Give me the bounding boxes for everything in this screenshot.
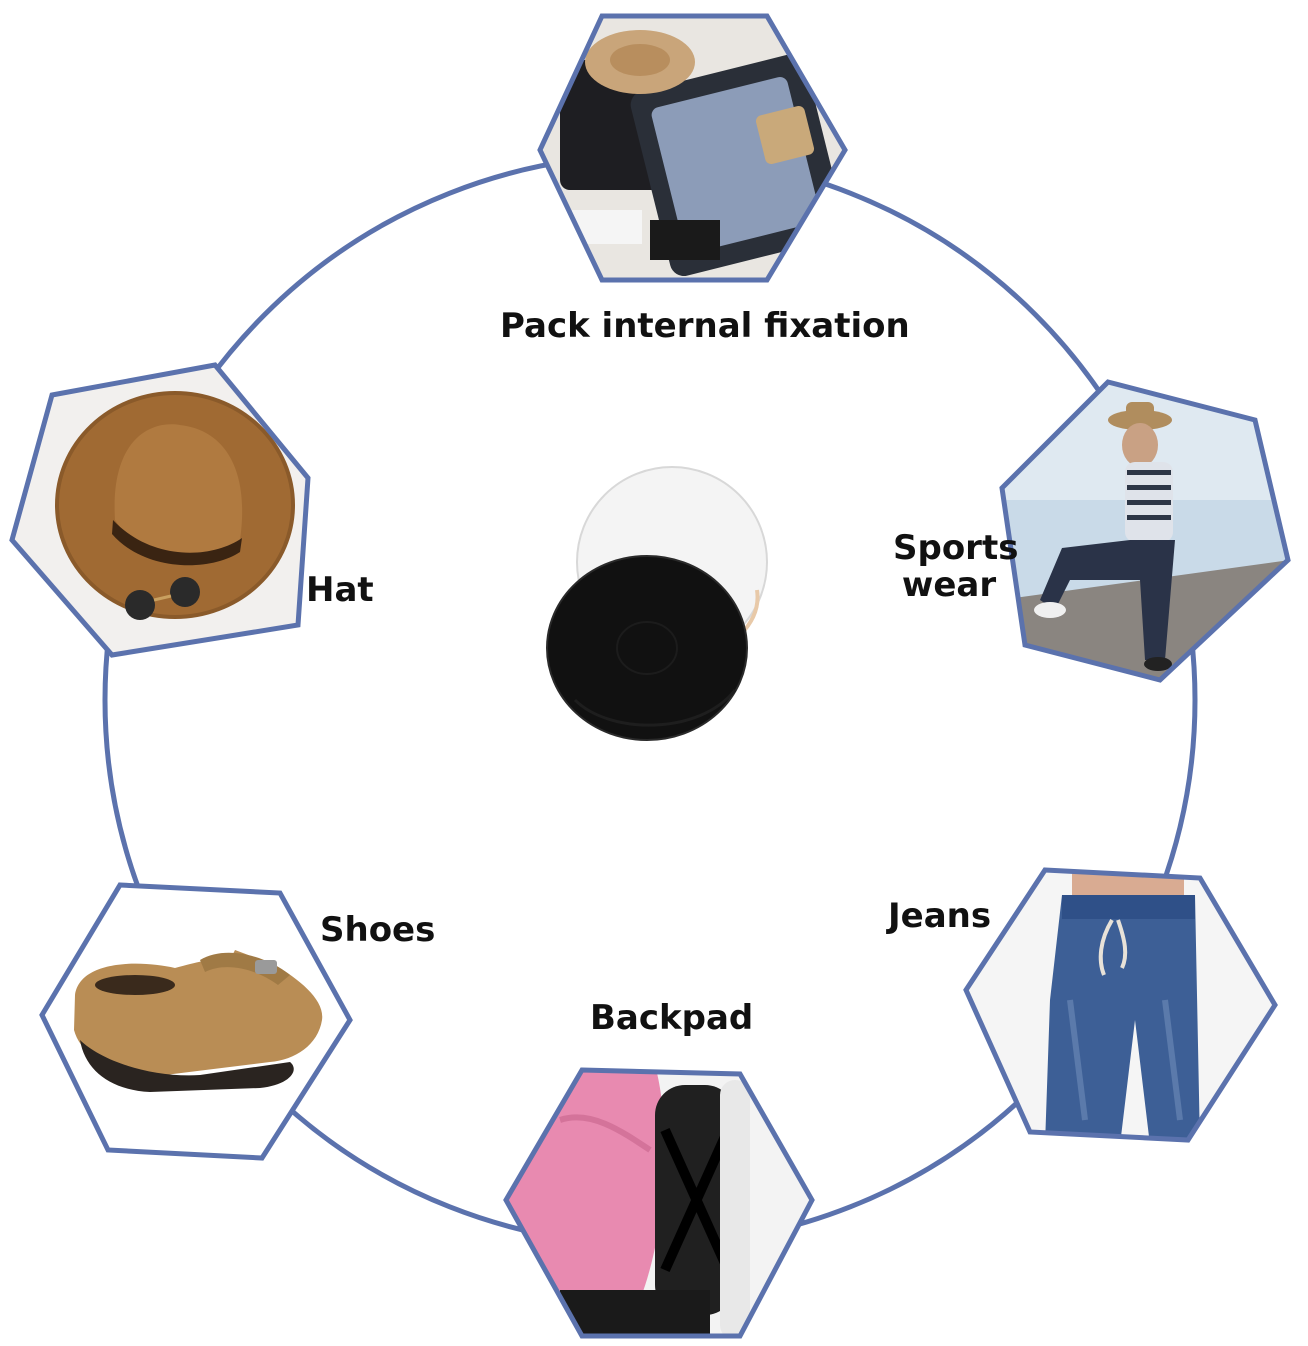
backpad-hex-outline	[503, 1067, 815, 1339]
sports-wear-label-line1: Sports	[893, 528, 1019, 568]
hat-photo-hexagon	[9, 362, 311, 658]
shoes-hex-outline	[39, 882, 353, 1161]
backpad-photo-hexagon	[503, 1067, 815, 1339]
hat-label: Hat	[306, 570, 374, 610]
jeans-photo-hexagon	[963, 867, 1278, 1143]
pack-internal-fixation-label: Pack internal fixation	[500, 306, 910, 346]
jeans-hex-outline	[963, 867, 1278, 1143]
shoes-photo-hexagon	[39, 882, 353, 1161]
pack-hex-outline	[537, 13, 848, 283]
hat-hex-outline	[9, 362, 311, 658]
sports-hex-outline	[999, 379, 1291, 683]
jeans-label: Jeans	[888, 896, 992, 936]
sports-wear-photo-hexagon	[999, 379, 1291, 683]
pack-photo-hexagon	[537, 13, 848, 283]
sports-wear-label-line2: wear	[901, 565, 997, 606]
backpad-label: Backpad	[590, 998, 754, 1038]
elastic-band-roll-icon	[546, 466, 768, 741]
shoes-label: Shoes	[320, 910, 436, 950]
sports-wear-label: Sports wear	[893, 528, 1019, 606]
